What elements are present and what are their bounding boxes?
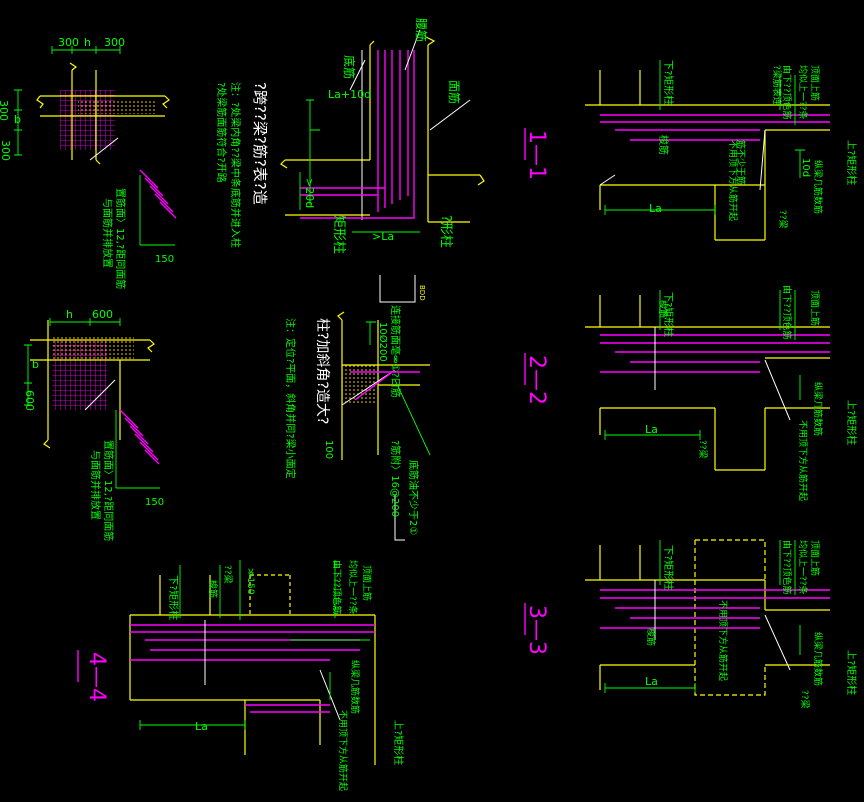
lbl-yaojin: 腰筋	[414, 18, 429, 42]
dim-150a: 150	[155, 254, 174, 265]
r2-d: 不用顶下方从筋开起	[797, 420, 809, 501]
dim-300b: 300	[104, 36, 125, 49]
section-2-2: 2—2 La 下?矩形柱 顶面上筋 由下??顶色筋 纵梁几筋数筋 不用顶下方从筋…	[524, 285, 858, 501]
r4-f: 不用顶下方从筋开起	[337, 710, 349, 791]
lbl-mianjin: 面筋	[447, 80, 462, 104]
lbl-stir2: ?筋附〉16@200	[389, 440, 402, 517]
r2-f: ??梁	[697, 440, 709, 459]
dim-gt150: ≫150	[245, 568, 255, 595]
section-label-1: 1—1	[524, 130, 549, 180]
note-tl-1: 置筋面〉12,?距同面筋	[114, 188, 127, 289]
dim-300d: 300	[0, 140, 12, 161]
dim-la10d: La+10d	[328, 88, 371, 101]
detail-top-left: 300 h 300 300 b 300 置筋面〉12,?距同面筋 与面筋并排放置…	[0, 36, 177, 289]
r4-d: 均似上一??条	[347, 560, 359, 615]
r3-top: 下?矩形柱	[662, 545, 675, 590]
lbl-bend: 底筋油不少于2①	[407, 460, 420, 535]
section-label-2: 2—2	[524, 355, 549, 405]
dim-20d: >20d	[303, 178, 316, 208]
r4-e: 顶面上筋	[361, 565, 373, 601]
note-ml-1: 置筋面〉12,?距同面筋	[102, 440, 115, 541]
r1-e: 不用顶下方从筋开起	[727, 140, 739, 221]
lbl-100b: 100	[323, 440, 334, 459]
r1-d: ?梁筋表连	[771, 65, 783, 106]
r3-h: 梭筋	[645, 628, 657, 646]
dim-600a: 600	[92, 308, 113, 321]
note-ml-2: 与面筋并排放置	[89, 450, 102, 520]
r2-g: 梭筋	[657, 300, 669, 318]
r4-c: 由下??顶色筋	[331, 560, 343, 615]
r2-b: 由下??顶色筋	[781, 285, 793, 340]
r1-b: 均似上一??条	[797, 65, 809, 120]
section-1-1: 1—1 La 10d 下?矩形柱 梭筋 顶面上筋 均似上一??条 由下??顶色筋…	[524, 60, 858, 241]
lbl-juxing: 矩形柱	[331, 215, 346, 254]
r3-b: 均似上一??条	[797, 540, 809, 595]
r4-top: 下?矩形柱	[167, 575, 180, 620]
dim-b2: b	[32, 358, 39, 371]
dim-la: >La	[372, 230, 394, 243]
r4-h: 上?矩形柱	[392, 720, 405, 765]
r3-c: 顶面上筋	[809, 540, 821, 576]
dim-10d: 10d	[800, 158, 811, 177]
note-top-1: 注：?处梁内角??梁中条底筋并进入柱	[229, 82, 242, 248]
r4-a: ??梁	[222, 565, 234, 584]
dim-300a: 300	[58, 36, 79, 49]
lbl-stir: 10Ø200	[377, 322, 389, 362]
r1-h: 上?矩形柱	[845, 140, 858, 185]
r1-i: ??梁	[777, 210, 789, 229]
note-tl-2: 与面筋并排放置	[101, 198, 114, 268]
lbl-bar100: 连接筋面毫⚮①?口筋	[389, 305, 402, 398]
r2-a: 顶面上筋	[809, 290, 821, 326]
r1-f: 纵梁几筋数筋	[812, 160, 824, 214]
r1-top: 下?矩形柱	[662, 60, 675, 105]
title-mid: 柱?加斜角?造大?	[314, 318, 330, 424]
r4-b: 梭筋	[207, 580, 219, 598]
r3-g: ??梁	[799, 690, 811, 709]
title-top: ?跨??梁?筋?表?造	[251, 82, 269, 205]
detail-mid-left: h 600 b 600 置筋面〉12,?距同面筋 与面筋并排放置 150	[23, 308, 164, 541]
la-s1: La	[649, 202, 662, 215]
r2-top: 下?矩形柱	[662, 292, 675, 337]
la-s4: La	[195, 720, 208, 733]
lbl-yixing: ?形柱	[438, 215, 453, 248]
r4-g: 纵梁几筋数筋	[349, 660, 361, 714]
r1-a: 顶面上筋	[809, 65, 821, 101]
dim-h: h	[84, 36, 91, 49]
lbl-dijin: 底筋	[342, 55, 357, 79]
dim-150b: 150	[145, 497, 164, 508]
detail-haunch: BDD 柱?加斜角?造大? 注：定位?平面，斜角并同?梁小面定 连接筋面毫⚮①?…	[284, 275, 431, 541]
la-s2: La	[645, 423, 658, 436]
lbl-bdd: BDD	[418, 285, 426, 301]
dim-h2: h	[66, 308, 73, 321]
section-label-3: 3—3	[524, 605, 549, 655]
dim-600b: 600	[23, 390, 36, 411]
r3-f: 上?矩形柱	[845, 650, 858, 695]
dim-b: b	[14, 113, 21, 126]
r3-e: 纵梁几筋数筋	[812, 632, 824, 686]
note-top-2: ?处梁筋面筋符合?开路	[215, 82, 228, 183]
la-s3: La	[645, 675, 658, 688]
r3-a: 由下??顶色筋	[781, 540, 793, 595]
note-mid: 注：定位?平面，斜角并同?梁小面定	[284, 318, 297, 479]
detail-top-center: ?跨??梁?筋?表?造 注：?处梁内角??梁中条底筋并进入柱 ?处梁筋面筋符合?…	[215, 18, 485, 254]
r1-c: 由下??顶色筋	[781, 65, 793, 120]
r1-j: 梭筋	[657, 135, 670, 155]
dim-300c: 300	[0, 100, 10, 121]
section-label-4: 4—4	[84, 652, 109, 702]
r3-d: 不用顶下方从筋开起	[717, 600, 729, 681]
section-4-4: 4—4 La ≫150 下?矩形柱 ??梁 梭筋 由下??顶色筋 均似上一??条…	[77, 560, 405, 791]
r1-g: 筋不少于筋	[735, 140, 747, 185]
section-3-3: 3—3 La 下?矩形柱 由下??顶色筋 均似上一??条 顶面上筋 不用顶下方从…	[524, 539, 858, 709]
r2-c: 纵梁几筋数筋	[812, 382, 824, 436]
r2-e: 上?矩形柱	[845, 400, 858, 445]
